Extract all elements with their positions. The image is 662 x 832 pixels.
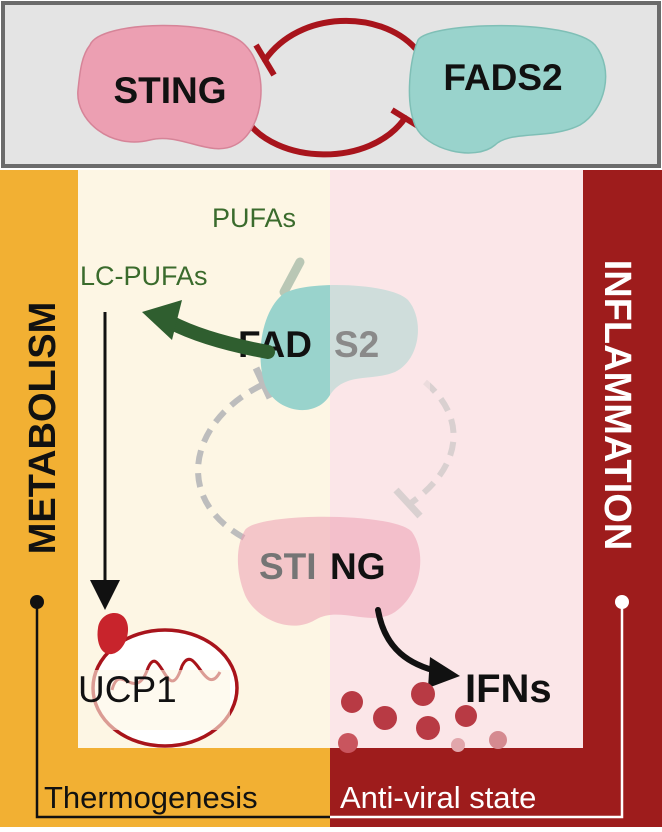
sting-protein-top bbox=[77, 24, 262, 150]
sting-inhibits-fads2-dashed bbox=[406, 379, 457, 508]
sting-label-top: STING bbox=[113, 70, 226, 111]
metabolism-bottom-strip bbox=[0, 748, 330, 827]
sting-protein-center bbox=[237, 516, 421, 626]
inflammation-label: INFLAMMATION bbox=[596, 260, 638, 551]
fads2-label-center-right: S2 bbox=[334, 324, 379, 365]
pufas-label: PUFAs bbox=[212, 203, 296, 233]
sting-inhibit-bar-top bbox=[253, 43, 277, 77]
lc-pufas-label: LC-PUFAs bbox=[80, 261, 208, 291]
fads2-dashed-bar bbox=[252, 366, 274, 400]
thermogenesis-label: Thermogenesis bbox=[44, 780, 258, 815]
fads2-inhibits-sting-arc bbox=[242, 115, 408, 158]
ifn-particles bbox=[338, 682, 507, 753]
sting-label-center-right: NG bbox=[330, 546, 386, 587]
fads2-inhibits-sting-dashed bbox=[195, 382, 264, 543]
anti-viral-state-label: Anti-viral state bbox=[340, 780, 536, 815]
fads2-label-top: FADS2 bbox=[443, 57, 562, 98]
inflammation-pane bbox=[330, 170, 585, 750]
metabolism-connector-line bbox=[35, 602, 330, 819]
sting-inhibits-fads2-arc bbox=[262, 18, 418, 63]
mitochondrion bbox=[80, 628, 239, 748]
metabolism-label: METABOLISM bbox=[22, 302, 64, 555]
ifns-label: IFNs bbox=[465, 667, 552, 711]
sting-dashed-bar bbox=[393, 487, 423, 519]
metabolism-bar bbox=[0, 170, 78, 827]
ucp1-label: UCP1 bbox=[78, 669, 177, 710]
lc-pufa-synthesis-arrow-shaft bbox=[163, 315, 275, 359]
inflammation-bottom-strip bbox=[330, 748, 662, 827]
sting-label-center-left: STI bbox=[259, 546, 317, 587]
inflammation-connector-line bbox=[330, 602, 624, 819]
ifn-induction-arrowhead bbox=[428, 657, 460, 688]
ucp1-protein bbox=[97, 613, 129, 655]
pufas-input-line bbox=[279, 257, 305, 297]
fads2-fade-overlay bbox=[330, 280, 430, 420]
fads2-protein-top bbox=[408, 24, 607, 154]
lc-pufa-synthesis-arrowhead bbox=[142, 300, 182, 340]
